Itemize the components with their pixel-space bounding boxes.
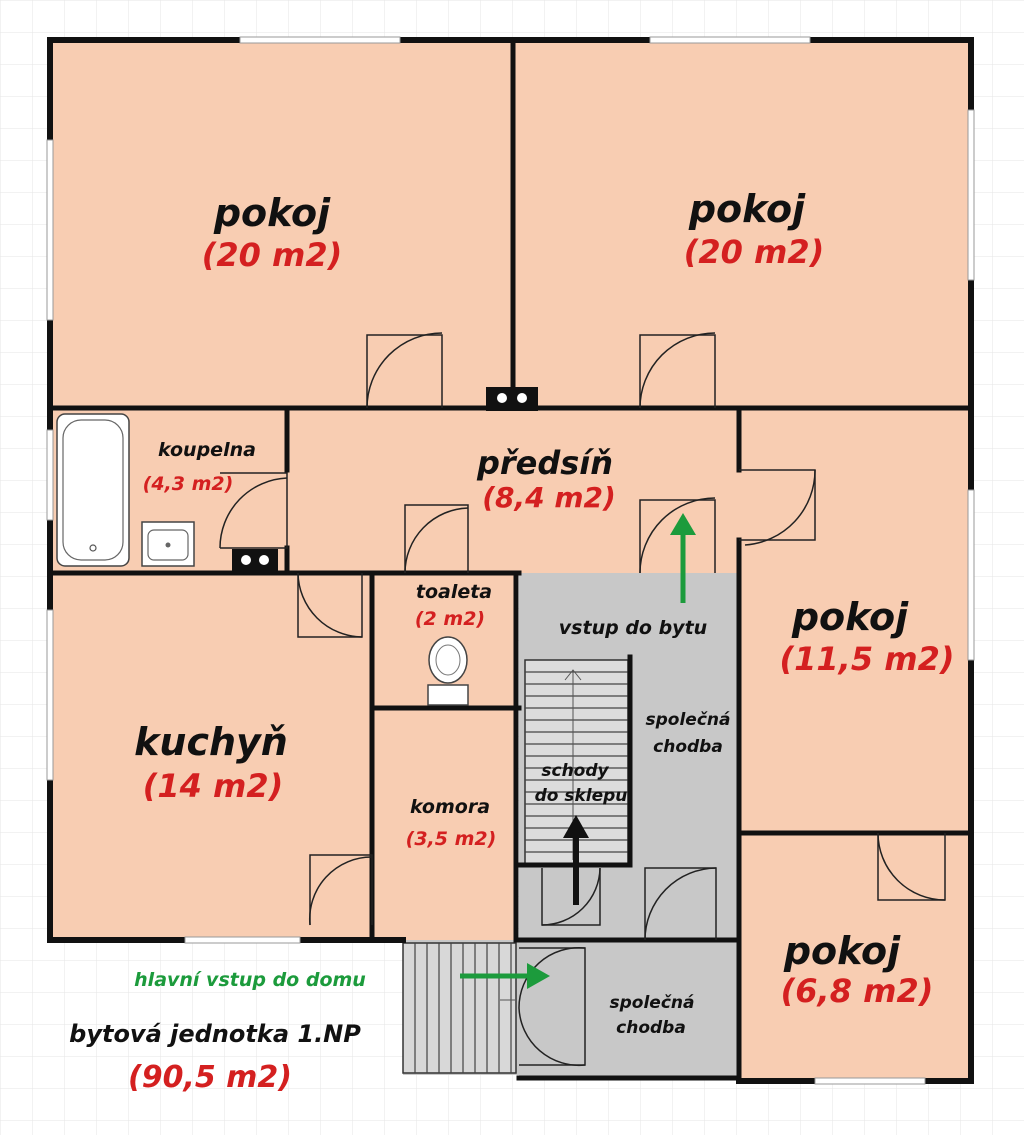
bathroom-area: (4,3 m2) (143, 473, 234, 495)
bathtub-icon (56, 413, 130, 567)
room-top-right-label: pokoj (688, 187, 806, 231)
common-corridor-upper-line1: společná (646, 710, 731, 730)
pantry-label: komora (410, 796, 490, 818)
room-right-mid-label: pokoj (791, 595, 909, 639)
fill-hall (287, 408, 739, 573)
apartment-entry-label: vstup do bytu (559, 617, 707, 639)
fill-common-corridor-upper (630, 657, 737, 940)
toilet-icon (427, 636, 469, 706)
stairs-arrow-icon (563, 815, 589, 905)
room-bottom-right-label: pokoj (783, 929, 901, 973)
room-fills (50, 40, 971, 1081)
fill-apartment-entry (519, 573, 737, 657)
fill-room-top-left (50, 40, 513, 408)
toilet-area: (2 m2) (415, 608, 485, 630)
fill-room-top-right (513, 40, 971, 408)
pantry-area: (3,5 m2) (406, 828, 497, 850)
fill-room-bottom-right (739, 833, 971, 1081)
unit-title: bytová jednotka 1.NP (69, 1020, 361, 1048)
toilet-label: toaleta (416, 581, 492, 603)
main-entrance-label: hlavní vstup do domu (134, 969, 366, 991)
unit-area: (90,5 m2) (128, 1060, 292, 1095)
kitchen-area: (14 m2) (143, 767, 284, 805)
room-right-mid-area: (11,5 m2) (780, 640, 955, 678)
entrance-arrow-icon (670, 513, 696, 603)
fill-room-right-mid (739, 408, 971, 833)
main-entrance-arrow-icon (460, 963, 550, 989)
room-bottom-right-area: (6,8 m2) (781, 972, 934, 1010)
hall-area: (8,4 m2) (482, 481, 616, 514)
stairs-down-line1: schody (541, 761, 609, 781)
room-top-left-area: (20 m2) (202, 236, 343, 274)
doors (219, 332, 946, 1067)
windows (46, 36, 975, 1085)
room-labels: pokoj (20 m2) pokoj (20 m2) koupelna (4,… (69, 187, 954, 1095)
stairs-down-line2: do sklepu (535, 786, 628, 806)
fill-common-corridor-lower (519, 940, 737, 1078)
stove-icon (232, 549, 278, 571)
entrance-stairs (402, 942, 517, 1074)
common-corridor-lower-line1: společná (610, 993, 695, 1013)
common-corridor-upper-line2: chodba (653, 737, 723, 757)
fill-pantry (372, 708, 516, 940)
stove-icon-hall (486, 387, 538, 411)
kitchen-label: kuchyň (134, 720, 288, 764)
room-top-right-area: (20 m2) (684, 233, 825, 271)
fill-kitchen (50, 573, 372, 940)
sink-icon (141, 521, 195, 567)
hall-label: předsíň (476, 444, 613, 482)
room-top-left-label: pokoj (213, 191, 331, 235)
bathroom-label: koupelna (158, 439, 256, 461)
common-corridor-lower-line2: chodba (616, 1018, 686, 1038)
